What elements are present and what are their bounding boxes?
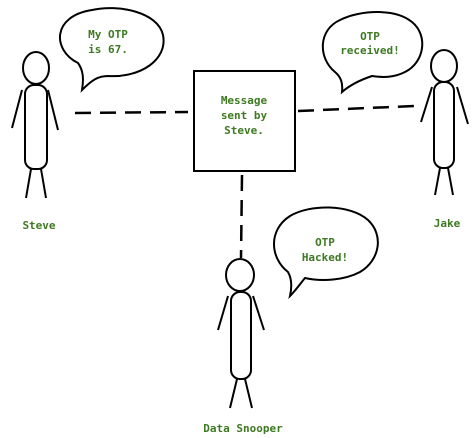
steve-figure	[11, 51, 59, 199]
steve-bubble-line-1: My OTP	[88, 28, 128, 41]
snooper-bubble-line-1: OTP	[315, 236, 335, 249]
jake-figure	[420, 49, 469, 196]
steve-bubble-line-2: is 67.	[88, 43, 128, 56]
message-box: Message sent by Steve.	[193, 70, 296, 172]
message-box-line-2: sent by	[221, 109, 268, 122]
steve-to-box-dashed-line	[74, 110, 189, 115]
jake-bubble-line-2: received!	[340, 44, 400, 57]
message-box-line-1: Message	[221, 94, 268, 107]
jake-bubble-line-1: OTP	[360, 30, 380, 43]
snooper-body	[230, 291, 252, 380]
snooper-bubble-line-2: Hacked!	[302, 251, 348, 264]
steve-left-leg	[25, 168, 32, 199]
data-snooper-figure	[217, 258, 265, 409]
jake-name-label: Jake	[434, 217, 461, 230]
jake-body	[433, 81, 455, 169]
steve-speech-bubble: My OTP is 67.	[58, 7, 165, 93]
message-box-line-3: Steve.	[224, 124, 264, 137]
jake-left-arm	[420, 86, 433, 123]
jake-right-arm	[456, 86, 469, 125]
snooper-left-arm	[217, 295, 229, 331]
jake-speech-bubble: OTP received!	[321, 11, 424, 95]
steve-body	[24, 84, 48, 170]
snooper-right-leg	[244, 378, 253, 409]
steve-head	[22, 51, 50, 85]
snooper-left-leg	[229, 378, 238, 409]
steve-left-arm	[11, 89, 23, 129]
jake-left-leg	[434, 167, 441, 196]
box-to-snooper-dashed-line	[239, 174, 244, 259]
snooper-speech-bubble: OTP Hacked!	[273, 206, 379, 300]
data-snooper-name-label: Data Snooper	[203, 422, 283, 435]
snooper-right-arm	[252, 295, 265, 331]
steve-right-arm	[47, 89, 59, 131]
steve-right-leg	[40, 168, 47, 199]
box-to-jake-dashed-line	[297, 104, 416, 113]
snooper-head	[225, 258, 255, 292]
jake-head	[430, 49, 458, 83]
jake-right-leg	[447, 167, 454, 196]
steve-name-label: Steve	[22, 219, 55, 232]
